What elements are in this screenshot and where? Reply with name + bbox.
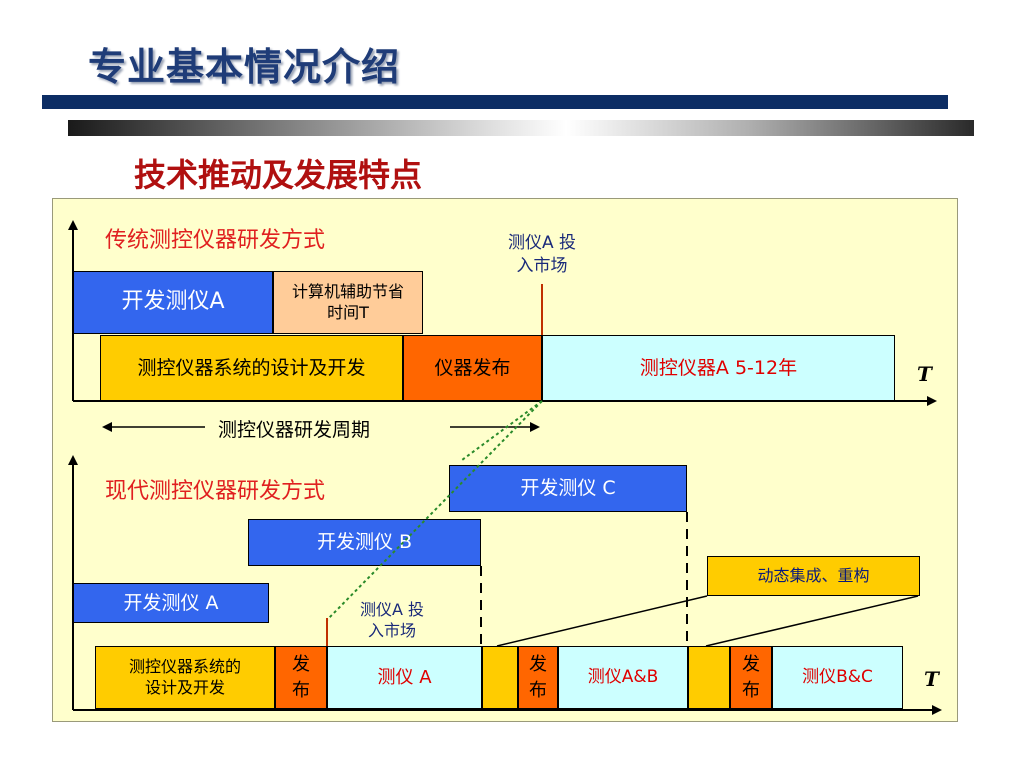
design-box-b <box>482 646 518 709</box>
release-3-line2: 布 <box>742 679 760 701</box>
computer-aid-box: 计算机辅助节省时间T <box>273 271 423 334</box>
release-1-line2: 布 <box>292 679 310 701</box>
release-3-line1: 发 <box>742 654 760 676</box>
modern-dev-a-box: 开发测仪 A <box>73 583 269 623</box>
title-gradient-bar <box>68 120 974 136</box>
modern-heading: 现代测控仪器研发方式 <box>105 479 326 504</box>
modern-system-design-line1: 测控仪器系统的 <box>128 656 241 676</box>
integration-label: 动态集成、重构 <box>757 565 870 585</box>
modern-system-design-line2: 设计及开发 <box>144 677 225 697</box>
release-2-line1: 发 <box>529 654 547 676</box>
modern-system-design-box: 测控仪器系统的 设计及开发 <box>95 646 275 709</box>
product-ab-label: 测仪A&B <box>587 667 659 688</box>
integration-box: 动态集成、重构 <box>707 556 920 596</box>
release-1-line1: 发 <box>292 654 310 676</box>
modern-dev-a-label: 开发测仪 A <box>123 591 219 614</box>
traditional-launch-label-line1: 测仪A 投 <box>507 233 577 253</box>
dev-b-label: 开发测仪 B <box>316 531 413 554</box>
traditional-launch-label-line2: 入市场 <box>516 255 568 276</box>
release-box-1: 发 布 <box>275 646 327 709</box>
dev-c-box: 开发测仪 C <box>449 465 687 512</box>
modern-axis-t-label: T <box>924 667 939 691</box>
integration-line-right <box>705 595 919 647</box>
computer-aid-label: 计算机辅助节省时间T <box>291 281 404 322</box>
dev-c-label: 开发测仪 C <box>520 477 616 500</box>
integration-line-left <box>496 595 708 647</box>
release-box-3: 发 布 <box>730 646 772 709</box>
market-life-box: 测控仪器A 5-12年 <box>542 335 895 401</box>
release-2-line2: 布 <box>529 679 547 701</box>
market-life-label: 测控仪器A 5-12年 <box>639 356 798 379</box>
modern-launch-label: 测仪A 投 入市场 <box>336 600 448 642</box>
product-a-box: 测仪 A <box>327 646 482 709</box>
traditional-heading: 传统测控仪器研发方式 <box>105 228 326 253</box>
product-bc-box: 测仪B&C <box>772 646 903 709</box>
traditional-system-design-label: 测控仪器系统的设计及开发 <box>137 356 366 379</box>
traditional-launch-label: 测仪A 投 入市场 <box>486 232 598 278</box>
modern-launch-label-line1: 测仪A 投 <box>359 600 425 619</box>
traditional-system-design-box: 测控仪器系统的设计及开发 <box>100 335 403 401</box>
product-ab-box: 测仪A&B <box>558 646 688 709</box>
traditional-dev-a-label: 开发测仪A <box>121 289 225 315</box>
traditional-release-box: 仪器发布 <box>403 335 542 401</box>
modern-launch-label-line2: 入市场 <box>367 620 416 640</box>
title-underline-bar <box>42 95 948 109</box>
product-bc-label: 测仪B&C <box>802 667 873 688</box>
traditional-release-label: 仪器发布 <box>434 356 511 379</box>
launch-connector-upper <box>461 400 543 461</box>
page-title: 专业基本情况介绍 <box>88 45 401 89</box>
section-subtitle: 技术推动及发展特点 <box>134 156 423 194</box>
product-a-label: 测仪 A <box>377 666 432 688</box>
dev-cycle-label: 测控仪器研发周期 <box>214 415 375 442</box>
dev-b-box: 开发测仪 B <box>248 519 481 566</box>
launch-connector <box>326 400 543 621</box>
release-box-2: 发 布 <box>518 646 558 709</box>
design-box-c <box>688 646 730 709</box>
traditional-dev-a-box: 开发测仪A <box>73 271 273 334</box>
traditional-axis-t-label: T <box>917 362 932 386</box>
